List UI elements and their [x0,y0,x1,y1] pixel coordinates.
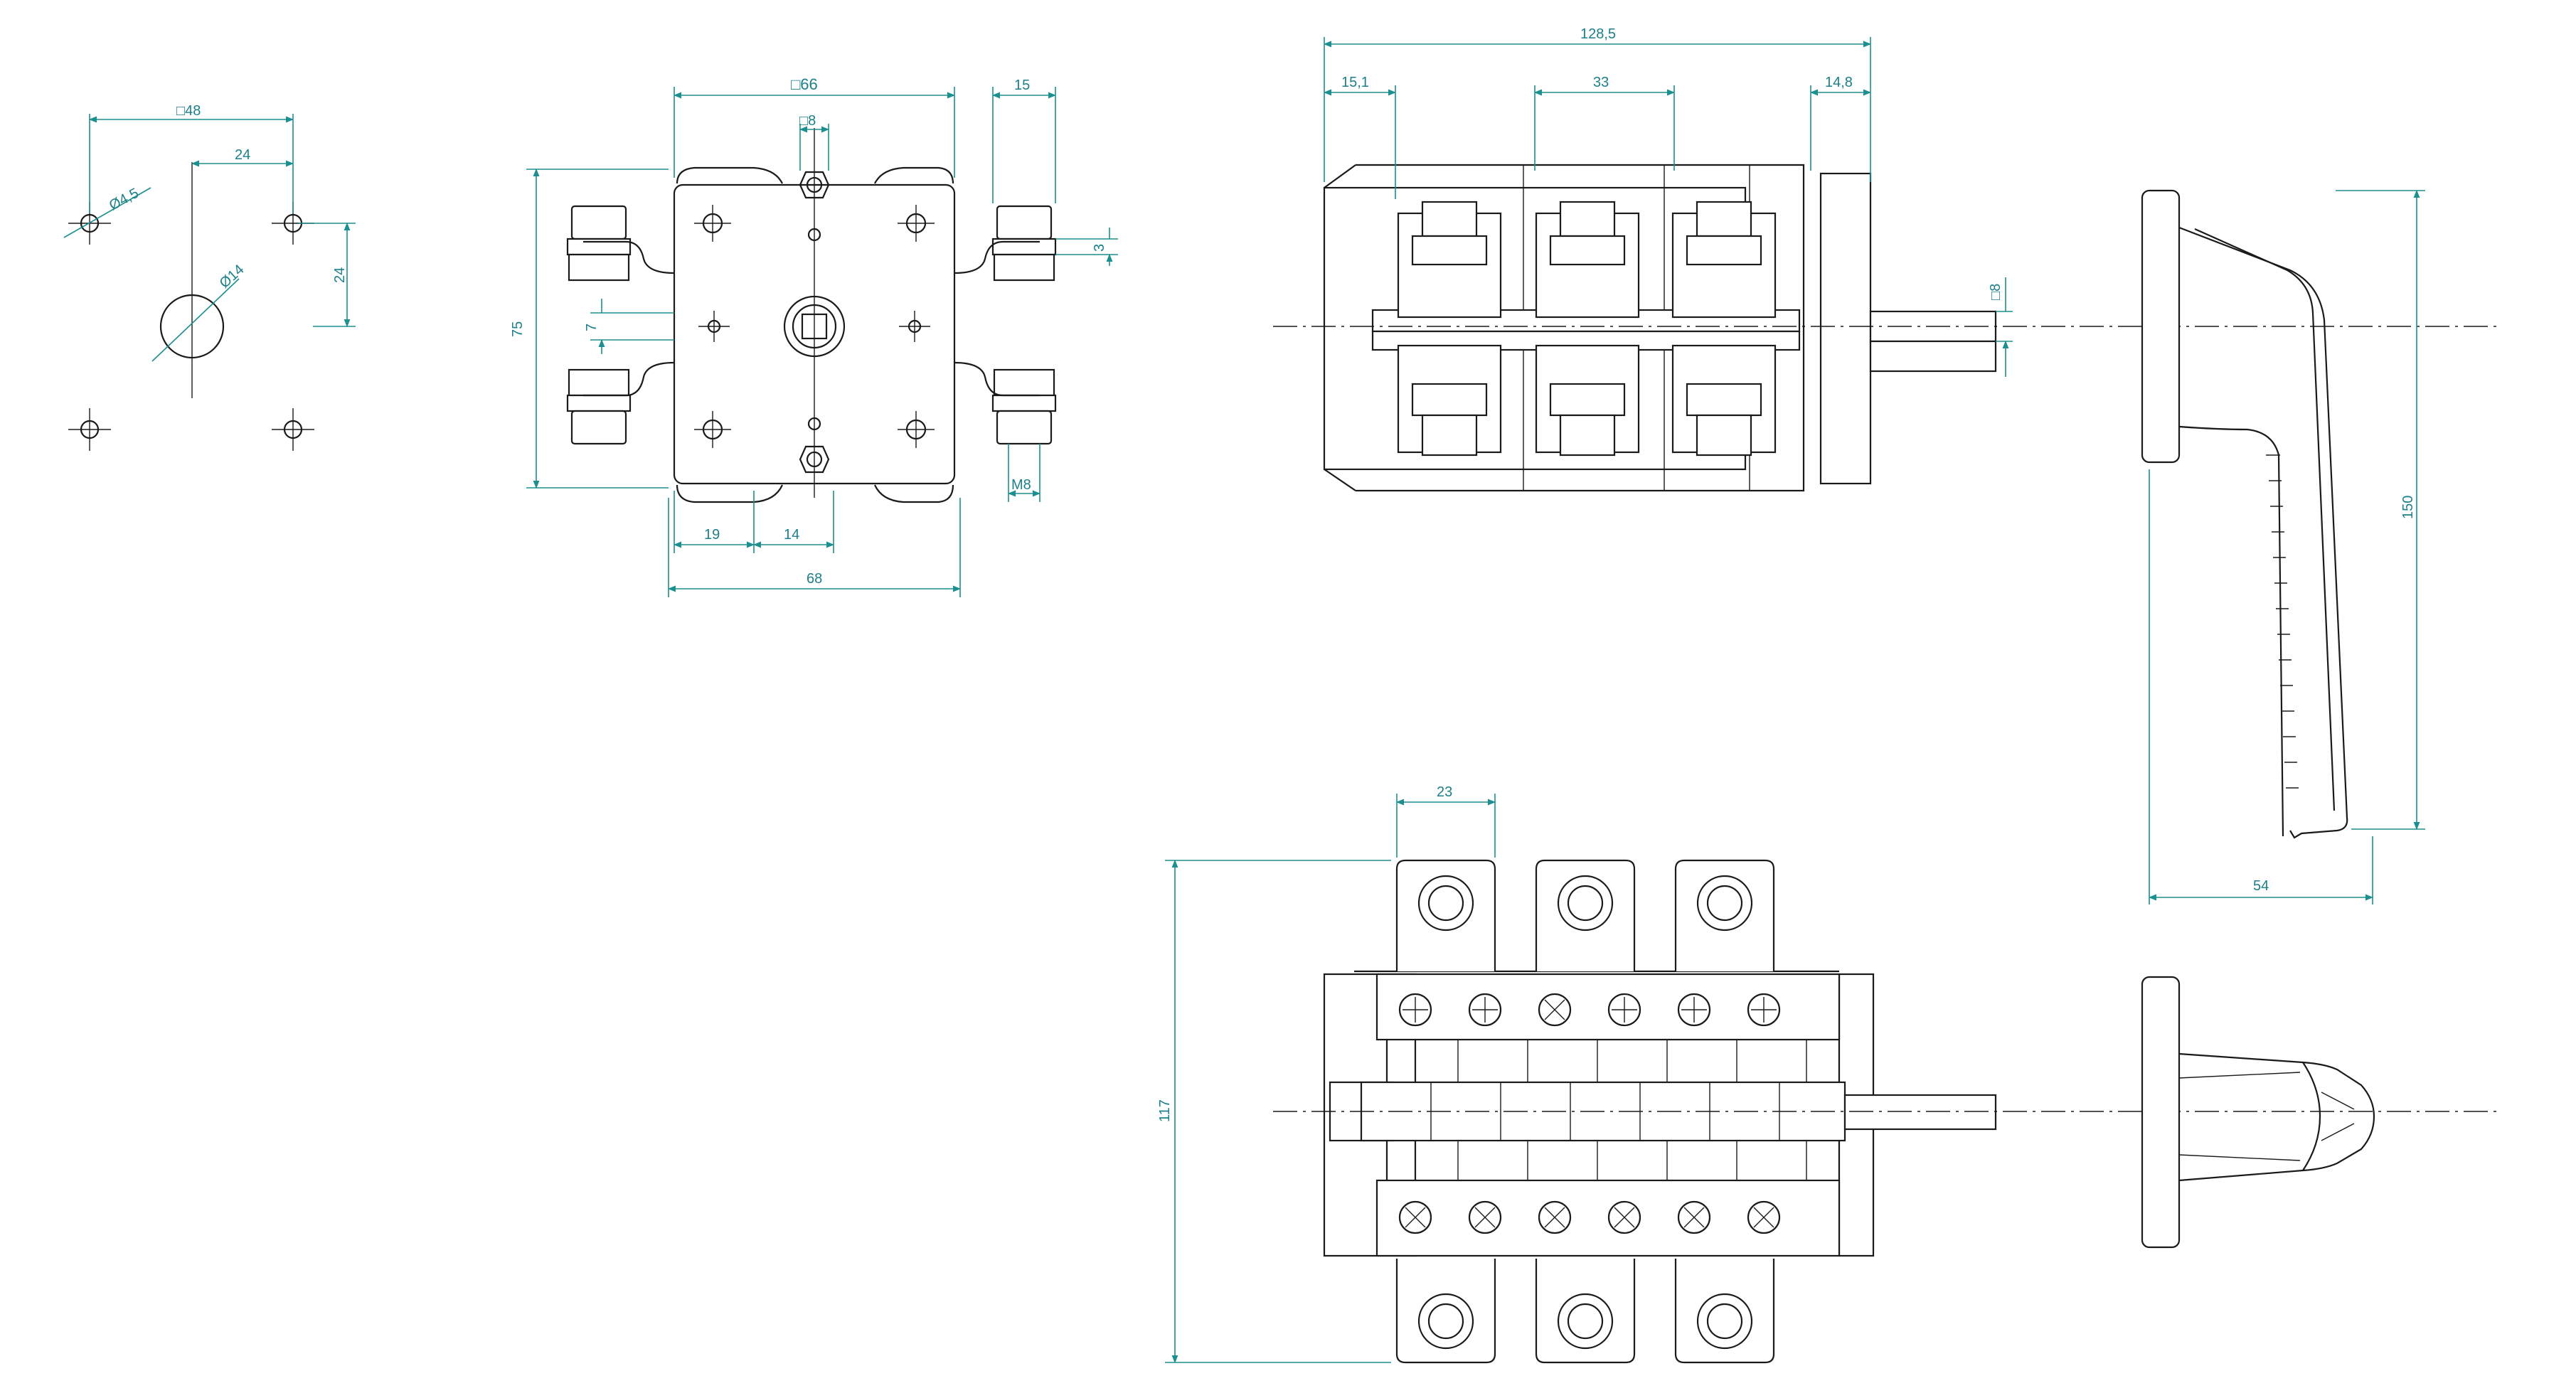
dim-front-terminal-width: 15 [1014,78,1030,93]
dim-front-terminal-offset: 3 [1092,244,1107,252]
dim-side-length: 128,5 [1580,26,1616,42]
dim-top-height: 117 [1157,1099,1173,1122]
top-view [1165,794,2496,1364]
dim-handle-height: 150 [2400,496,2416,519]
dim-side-shaft: □8 [1988,284,2003,300]
dim-front-bottom-14: 14 [784,527,799,543]
dim-front-thread: M8 [1011,477,1031,493]
dim-side-right: 14,8 [1825,75,1853,90]
top-lugs [1395,859,1775,971]
dim-front-shaft-square: □8 [799,113,816,129]
dim-side-pitch: 33 [1593,75,1609,90]
handle-top-view [2141,976,2375,1249]
dim-side-left: 15,1 [1341,75,1369,90]
side-view [1273,37,2496,492]
dim-hole-center: Ø14 [217,262,248,292]
dim-front-slot: 7 [584,324,600,331]
front-view [526,87,1118,597]
dim-front-height: 75 [510,321,526,337]
screws [1398,993,1781,1234]
right-terminals [954,205,1057,445]
dim-mount-spacing-v: 24 [332,267,348,283]
dim-front-bottom-19: 19 [704,527,720,543]
dim-top-pitch: 23 [1437,784,1452,800]
dim-front-square: □66 [791,75,818,93]
bottom-lugs [1395,1259,1775,1364]
dim-handle-depth: 54 [2253,878,2269,894]
dim-hole-small: Ø4,5 [107,186,142,214]
dim-mount-spacing-h: 24 [235,147,250,163]
handle-side-view [2141,189,2425,905]
dim-mount-square: □48 [176,103,201,119]
dim-front-width: 68 [807,571,822,587]
mounting-pattern-view [63,114,356,451]
side-cells [1397,201,1777,457]
left-terminals [566,205,675,445]
